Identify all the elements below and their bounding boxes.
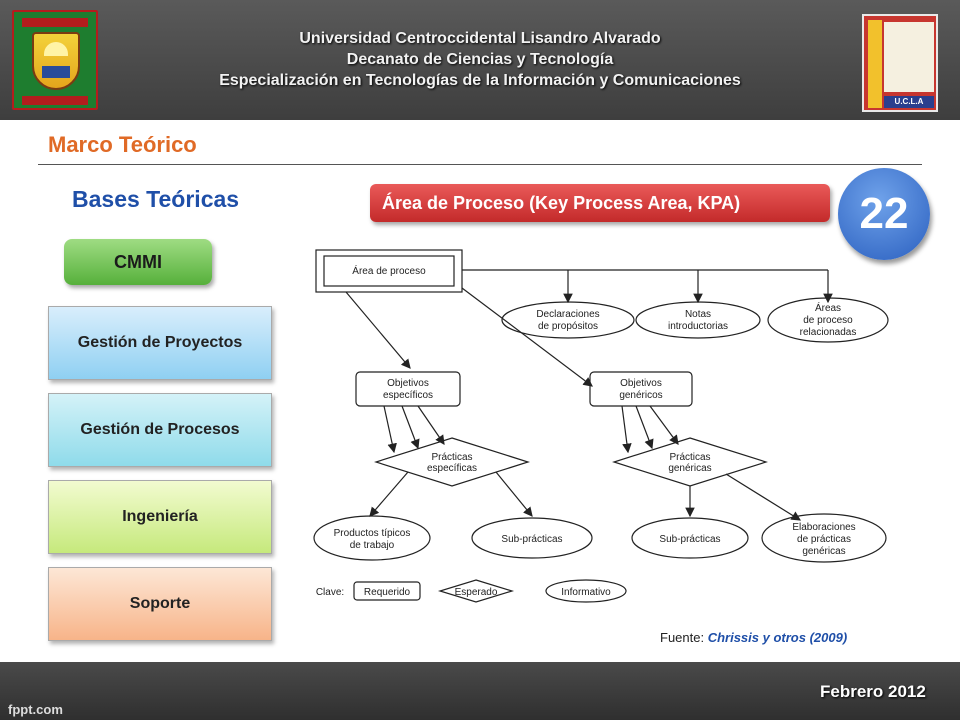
- productos-line1: Productos típicos: [334, 528, 411, 539]
- elaboraciones-line3: genéricas: [802, 546, 845, 557]
- area-proceso-box: [315, 249, 463, 293]
- legend-required-box: [353, 581, 421, 601]
- obj-gen-box: [589, 371, 693, 407]
- legend-label: Clave:: [316, 587, 344, 598]
- source-prefix: Fuente:: [660, 630, 708, 645]
- logo-bottom-band: [22, 96, 88, 105]
- arrow-pe-3: [417, 405, 445, 445]
- header-deanery: Decanato de Ciencias y Tecnología: [346, 51, 614, 68]
- areas-line3: relacionadas: [800, 327, 857, 338]
- category-engineering[interactable]: Ingeniería: [48, 480, 272, 554]
- obj-gen-line1: Objetivos: [620, 378, 662, 389]
- header-university: Universidad Centroccidental Lisandro Alv…: [299, 30, 661, 47]
- arrow-pg-3: [649, 405, 679, 445]
- slide-number-badge: 22: [838, 168, 930, 260]
- arrow-obj-esp: [345, 291, 411, 369]
- legend-expected-diamond: [437, 579, 515, 603]
- logo-book-icon: [42, 66, 70, 78]
- obj-gen-line2: genéricos: [619, 390, 662, 401]
- footer-bar: [0, 662, 960, 720]
- arrow-pg-1: [621, 405, 632, 454]
- footer-date: Febrero 2012: [820, 682, 926, 701]
- prac-gen-line1: Prácticas: [669, 452, 710, 463]
- elaboraciones-line2: de prácticas: [797, 534, 851, 545]
- arrow-pg-2: [635, 405, 654, 450]
- kpa-diagram: Área de proceso Declaraciones de propósi…: [313, 249, 889, 603]
- productos-ellipse: [313, 515, 431, 561]
- source-citation: Fuente: Chrissis y otros (2009): [660, 630, 847, 645]
- source-reference: Chrissis y otros (2009): [707, 630, 848, 645]
- category-project-management[interactable]: Gestión de Proyectos: [48, 306, 272, 380]
- cmmi-button[interactable]: CMMI: [64, 239, 212, 285]
- obj-esp-line2: específicos: [383, 390, 433, 401]
- legend-expected-label: Esperado: [455, 587, 498, 598]
- declaraciones-line1: Declaraciones: [536, 309, 599, 320]
- areas-ellipse: [767, 297, 889, 343]
- prac-esp-diamond: [374, 437, 530, 487]
- legend-required-label: Requerido: [364, 587, 411, 598]
- arrow-obj-gen: [461, 287, 593, 387]
- declaraciones-line2: de propósitos: [538, 321, 598, 332]
- prac-esp-line1: Prácticas: [431, 452, 472, 463]
- footer-brand[interactable]: fppt.com: [8, 702, 63, 717]
- notas-line1: Notas: [685, 309, 711, 320]
- areas-line2: de proceso: [803, 315, 853, 326]
- postgraduate-logo: U.C.L.A: [862, 14, 938, 112]
- subtitle: Bases Teóricas: [72, 186, 240, 212]
- notas-line2: introductorias: [668, 321, 728, 332]
- prac-esp-line2: específicas: [427, 463, 477, 474]
- logo-ucla-label: U.C.L.A: [884, 96, 934, 108]
- notas-ellipse: [635, 301, 761, 339]
- subprac-2-ellipse: [631, 517, 749, 559]
- logo-shield-icon: [32, 32, 80, 90]
- obj-esp-box: [355, 371, 461, 407]
- legend-informative-label: Informativo: [561, 587, 611, 598]
- subprac-1-label: Sub-prácticas: [501, 534, 562, 545]
- subprac-2-label: Sub-prácticas: [659, 534, 720, 545]
- title-divider: [38, 164, 922, 165]
- area-proceso-label: Área de proceso: [352, 264, 426, 277]
- university-logo: [12, 10, 98, 110]
- productos-line2: de trabajo: [350, 540, 395, 551]
- elaboraciones-line1: Elaboraciones: [792, 522, 855, 533]
- legend-informative-ellipse: [545, 579, 627, 603]
- obj-esp-line1: Objetivos: [387, 378, 429, 389]
- arrow-elaboraciones: [725, 473, 802, 521]
- logo-vertical-band: [868, 20, 882, 108]
- logo-top-band: [22, 18, 88, 27]
- section-title: Marco Teórico: [48, 132, 197, 157]
- arrow-productos: [369, 471, 409, 517]
- logo-panel: [884, 22, 934, 92]
- arrow-pe-2: [401, 405, 420, 450]
- prac-gen-line2: genéricas: [668, 463, 711, 474]
- kpa-title-button[interactable]: Área de Proceso (Key Process Area, KPA): [370, 184, 830, 222]
- arrow-pe-1: [383, 405, 397, 454]
- header-specialization: Especialización en Tecnologías de la Inf…: [219, 72, 741, 89]
- category-process-management[interactable]: Gestión de Procesos: [48, 393, 272, 467]
- arrow-subprac-1: [495, 471, 533, 517]
- subprac-1-ellipse: [471, 517, 593, 559]
- logo-sun-icon: [44, 42, 68, 56]
- declaraciones-ellipse: [501, 301, 635, 339]
- elaboraciones-ellipse: [761, 513, 887, 563]
- category-support[interactable]: Soporte: [48, 567, 272, 641]
- areas-line1: Áreas: [815, 301, 841, 314]
- area-proceso-inner: [323, 255, 455, 287]
- header-bar: Universidad Centroccidental Lisandro Alv…: [0, 0, 960, 120]
